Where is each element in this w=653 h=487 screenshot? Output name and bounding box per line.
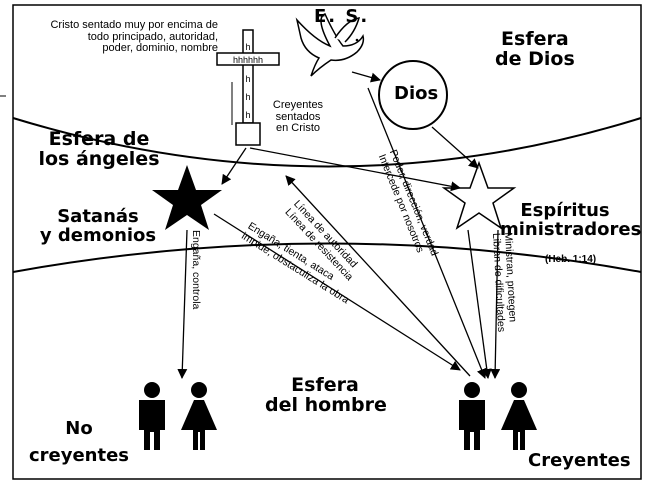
svg-text:h: h [245, 42, 250, 52]
believers-seated-label: Creyentes sentados en Cristo [272, 99, 324, 135]
god-sphere-title: Esfera de Dios [495, 28, 575, 70]
cross-icon: h hhhhhh h h h [216, 29, 280, 146]
svg-text:h: h [245, 74, 250, 84]
arrow-cross-to-satan [221, 147, 247, 185]
dove-icon [295, 13, 365, 77]
satan-label: Satanás y demonios [39, 206, 157, 246]
arrow-spirits-to-believers-2 [490, 229, 501, 379]
believers-label: Creyentes [528, 450, 631, 471]
arrow-god-to-spirits [431, 126, 479, 169]
svg-text:h: h [245, 92, 250, 102]
arrow-spirits-to-believers [467, 229, 492, 379]
god-label: Dios [394, 83, 439, 104]
frame [12, 4, 642, 480]
unbelievers-label: No creyentes [28, 418, 130, 466]
circle-icon [378, 60, 448, 130]
arrow-dove-to-god [351, 71, 381, 83]
svg-text:hhhhhh: hhhhhh [233, 55, 263, 65]
verse-label: (Heb. 1:14) [545, 254, 597, 265]
svg-text:h: h [245, 110, 250, 120]
minister-line-label: Ministran, protegen Libran de dificultad… [490, 232, 519, 333]
ministering-spirits-label: Espíritus ministradores [500, 200, 642, 240]
arrow-god-to-believers [367, 87, 487, 379]
cross-caption: Cristo sentado muy por encima de todo pr… [50, 19, 218, 55]
arrows [177, 71, 501, 379]
man-sphere-boundary [12, 242, 642, 273]
holy-spirit-label: E. S. [314, 6, 370, 27]
arrow-satan-to-believers [213, 213, 461, 371]
arrow-cross-to-spirits [249, 147, 461, 192]
star-filled-icon [152, 165, 222, 230]
control-line-label: Engaña, controla [190, 230, 202, 310]
arrow-satan-to-unbelievers [177, 229, 188, 379]
man-sphere-title: Esfera del hombre [265, 374, 387, 416]
angels-sphere-title: Esfera de los ángeles [38, 128, 160, 170]
arrow-believers-to-satan-authority [285, 175, 471, 377]
god-sphere-boundary [12, 117, 642, 168]
